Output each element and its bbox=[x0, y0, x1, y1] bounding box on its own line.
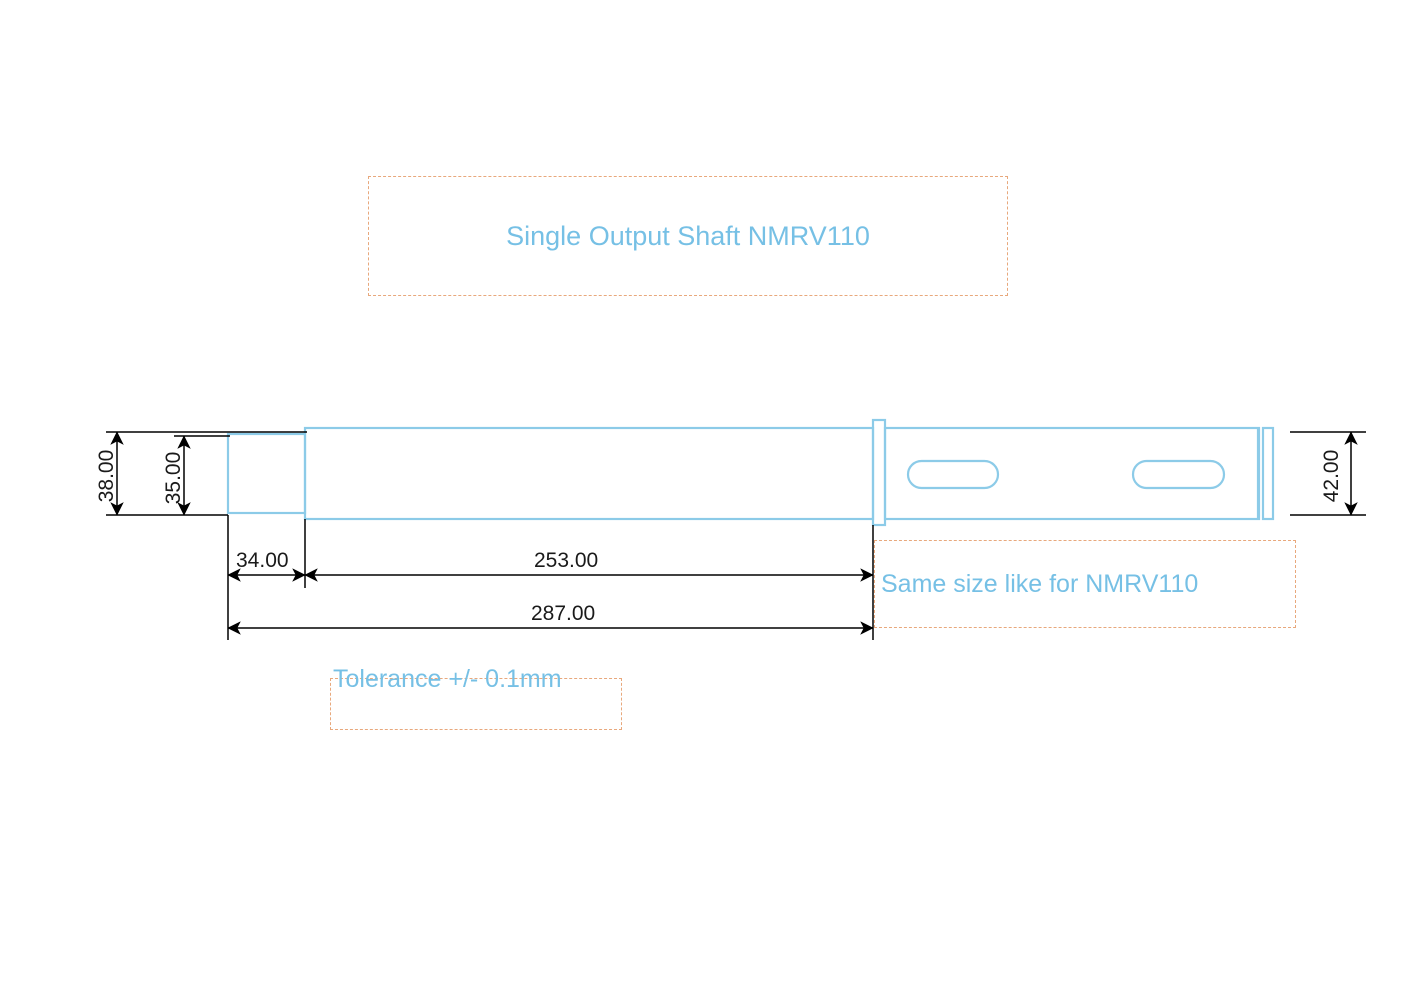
dimension-lines-group bbox=[106, 431, 1366, 640]
dimension-label-287: 287.00 bbox=[531, 602, 596, 625]
dimension-label-38: 38.00 bbox=[95, 449, 118, 503]
dimension-label-34: 34.00 bbox=[236, 549, 289, 572]
right-end-cap bbox=[1261, 426, 1275, 521]
dimension-label-253: 253.00 bbox=[534, 549, 599, 572]
main-body-section bbox=[303, 426, 875, 521]
keyway-1 bbox=[906, 459, 1000, 490]
right-section bbox=[883, 426, 1261, 521]
keyway-2 bbox=[1131, 459, 1226, 490]
same-size-note-box: Same size like for NMRV110 bbox=[874, 540, 1296, 628]
page-title: Single Output Shaft NMRV110 bbox=[506, 220, 870, 251]
part-outline-group bbox=[226, 418, 1275, 527]
same-size-note-text: Same size like for NMRV110 bbox=[881, 569, 1199, 598]
flange-collar bbox=[871, 418, 887, 527]
tolerance-note-box: Tolerance +/- 0.1mm bbox=[330, 665, 622, 730]
shaft-end-section bbox=[226, 432, 307, 515]
tolerance-note-text: Tolerance +/- 0.1mm bbox=[333, 665, 562, 693]
title-note-box: Single Output Shaft NMRV110 bbox=[368, 176, 1008, 296]
dimension-label-42: 42.00 bbox=[1320, 449, 1343, 503]
dimension-label-35: 35.00 bbox=[162, 451, 185, 505]
